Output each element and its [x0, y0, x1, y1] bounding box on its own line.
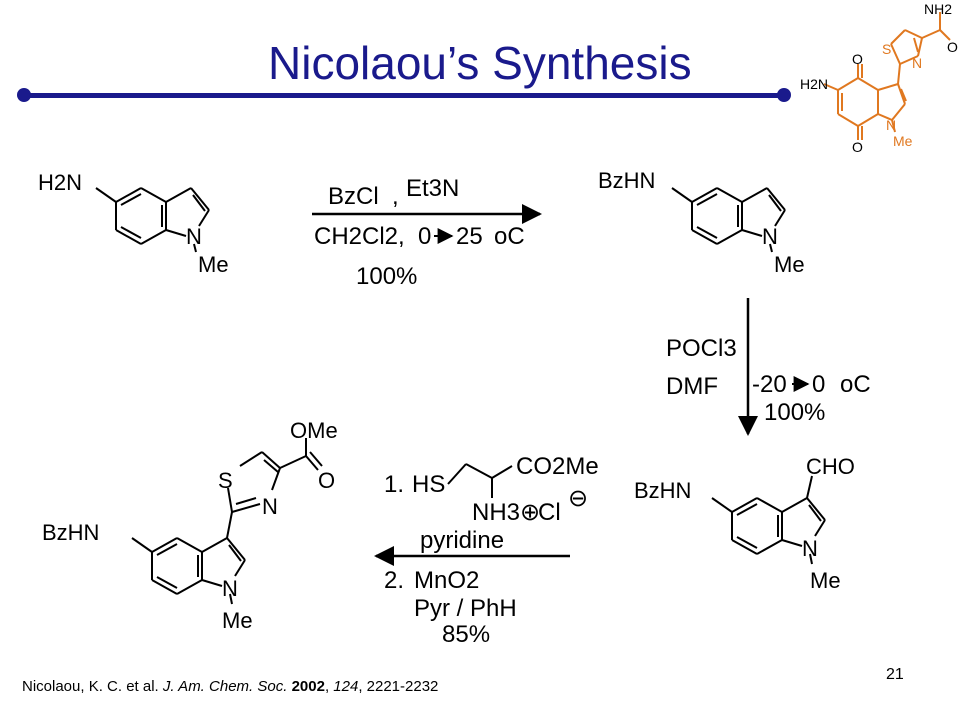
- step1-unit: oC: [494, 223, 525, 250]
- step1-reagent2: Et3N: [406, 175, 459, 202]
- citation: Nicolaou, K. C. et al. J. Am. Chem. Soc.…: [22, 678, 439, 695]
- step1-reagent1: BzCl: [328, 183, 379, 210]
- p3-group-label: BzHN: [42, 520, 99, 545]
- citation-volume: 124: [333, 678, 359, 695]
- citation-year: 2002: [291, 678, 325, 695]
- step3-ester: CO2Me: [516, 453, 599, 480]
- page-number: 21: [886, 666, 904, 683]
- sm-n-label: N: [186, 224, 202, 249]
- step1-temp-to: 25: [456, 223, 483, 250]
- product2-structure: [711, 475, 826, 565]
- p3-n-label: N: [222, 576, 238, 601]
- p2-n-label: N: [802, 536, 818, 561]
- target-s-label: S: [882, 41, 891, 57]
- step2-reagent1: POCl3: [666, 335, 737, 362]
- step3-plus: ⊕: [520, 499, 540, 526]
- target-me-label: Me: [893, 133, 913, 149]
- p3-me-label: Me: [222, 608, 253, 633]
- step3-yield: 85%: [442, 621, 490, 648]
- citation-authors: Nicolaou, K. C. et al.: [22, 678, 159, 695]
- step2-unit: oC: [840, 371, 871, 398]
- p3-s-label: S: [218, 468, 233, 493]
- product1-structure: [671, 187, 786, 253]
- sm-amine-label: H2N: [38, 170, 82, 195]
- target-nh2-label: NH2: [924, 1, 952, 17]
- target-o-top-label: O: [852, 51, 863, 67]
- p2-me-label: Me: [810, 568, 841, 593]
- step3-num2: 2.: [384, 567, 404, 594]
- cysteine-skeleton: [447, 463, 513, 498]
- p2-group-label: BzHN: [634, 478, 691, 503]
- step2-yield: 100%: [764, 399, 825, 426]
- target-indole-n-label: N: [886, 117, 896, 133]
- underline-left-dot: [17, 88, 31, 102]
- underline-right-dot: [777, 88, 791, 102]
- citation-pages: 2221-2232: [366, 678, 439, 695]
- citation-journal: J. Am. Chem. Soc.: [162, 678, 288, 695]
- target-molecule: [823, 12, 951, 140]
- step1-comma: ,: [392, 183, 399, 210]
- step3-num1: 1.: [384, 471, 404, 498]
- p1-group-label: BzHN: [598, 168, 655, 193]
- step3-hs: HS: [412, 471, 445, 498]
- step3-oxidant: MnO2: [414, 567, 479, 594]
- step2-temp-from: -20: [752, 371, 787, 398]
- starting-material: [95, 187, 210, 253]
- slide-title: Nicolaou’s Synthesis: [268, 37, 692, 89]
- target-n-label: N: [912, 55, 922, 71]
- target-o-bottom-label: O: [852, 139, 863, 155]
- step3-counterion: Cl: [538, 499, 561, 526]
- p3-thiazole-n-label: N: [262, 494, 278, 519]
- step2-temp-to: 0: [812, 371, 825, 398]
- step1-solvent: CH2Cl2,: [314, 223, 405, 250]
- p2-cho-label: CHO: [806, 454, 855, 479]
- step1-yield: 100%: [356, 263, 417, 290]
- target-h2n-label: H2N: [800, 76, 828, 92]
- step3-minus: ⊖: [568, 485, 588, 512]
- step1-temp-from: 0: [418, 223, 431, 250]
- p1-me-label: Me: [774, 252, 805, 277]
- step3-ammonium: NH3: [472, 499, 520, 526]
- p3-ester-label: OMe: [290, 418, 338, 443]
- target-amide-o-label: O: [947, 39, 958, 55]
- title-underline: [24, 93, 784, 98]
- p3-o-label: O: [318, 468, 335, 493]
- p1-n-label: N: [762, 224, 778, 249]
- step3-base: pyridine: [420, 527, 504, 554]
- sm-me-label: Me: [198, 252, 229, 277]
- step2-reagent2: DMF: [666, 373, 718, 400]
- step3-solvent: Pyr / PhH: [414, 595, 517, 622]
- product3-structure: [131, 438, 323, 605]
